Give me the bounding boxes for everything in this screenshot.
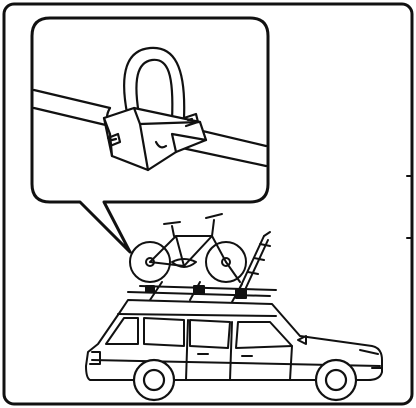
car-front-wheel (316, 360, 356, 400)
car-rear-wheel (134, 360, 174, 400)
